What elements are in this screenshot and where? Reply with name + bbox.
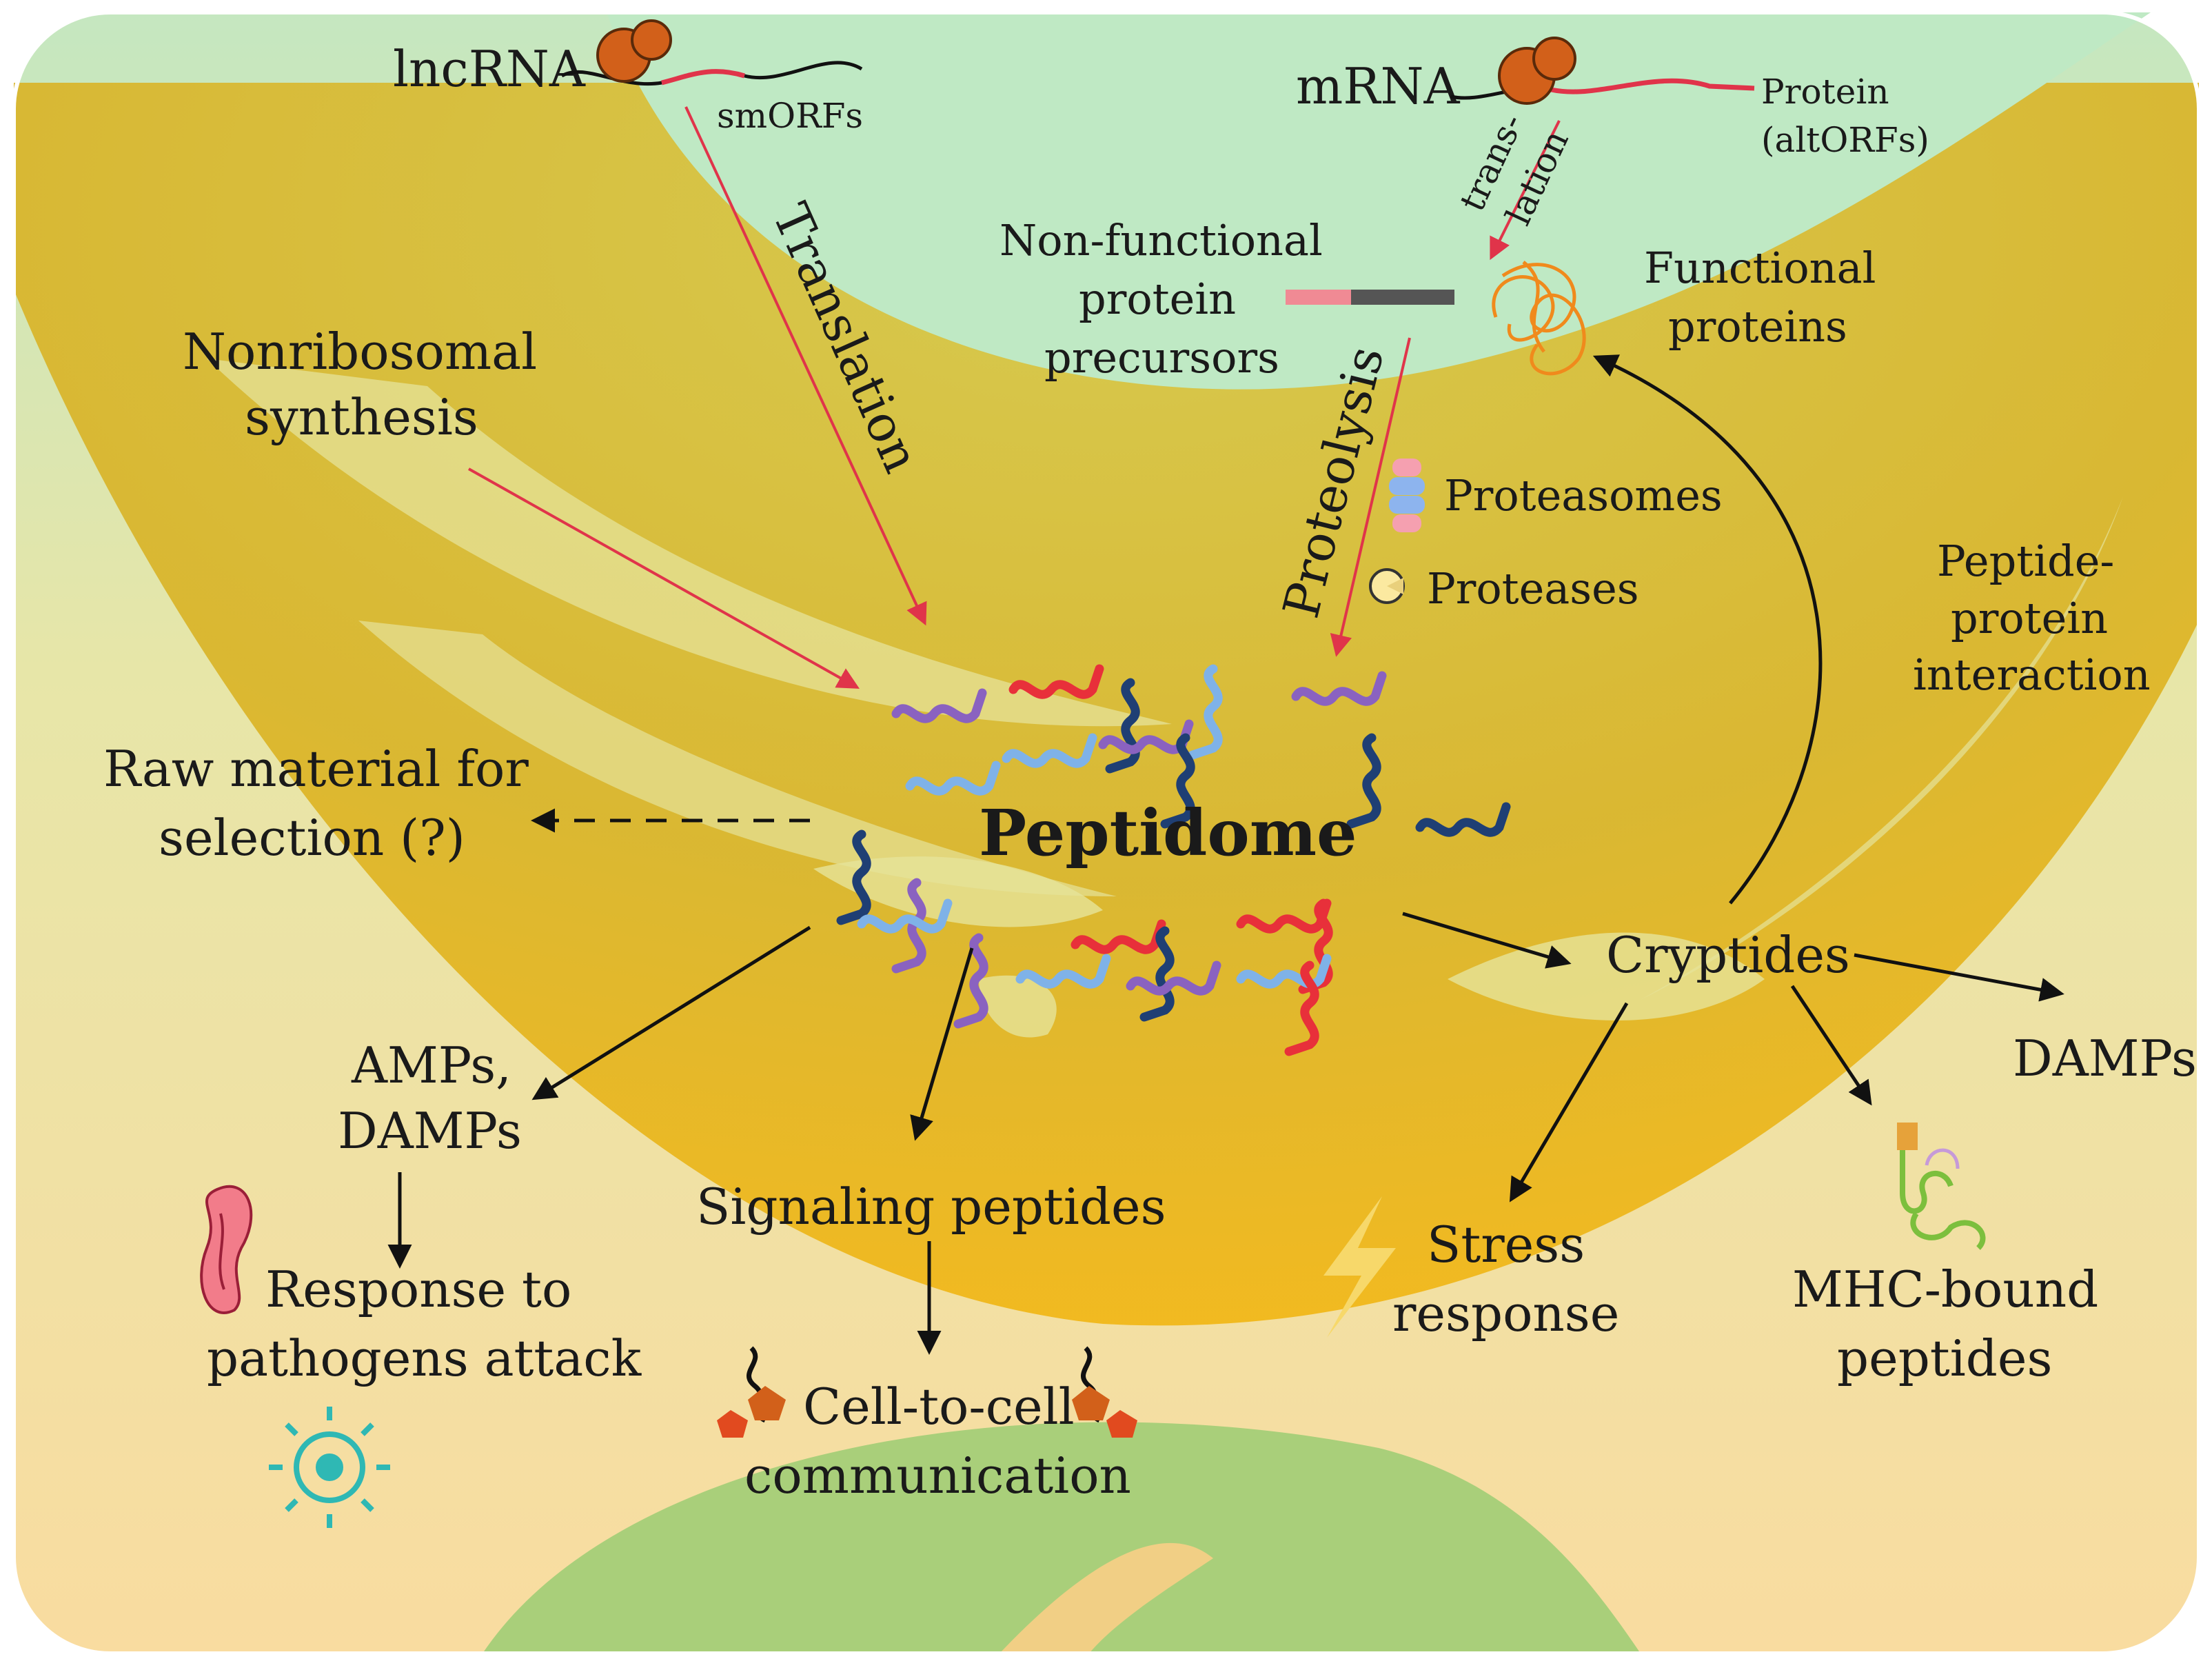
nonribosomal-line1: Nonribosomal <box>183 323 537 381</box>
lightning-icon <box>1323 1196 1396 1338</box>
response-line2: pathogens attack <box>207 1329 642 1387</box>
functional-line2: proteins <box>1668 301 1847 352</box>
peptide-squiggle <box>1291 671 1387 706</box>
signaling-group: Signaling peptides Cell-to-cell communic… <box>696 947 1166 1505</box>
peptide-squiggle <box>1071 919 1166 954</box>
peptide-squiggle <box>1236 898 1332 934</box>
nonribosomal-line2: synthesis <box>245 388 478 446</box>
peptide-squiggle <box>1298 898 1333 994</box>
receptor-icon <box>1072 1346 1137 1438</box>
amps-line2: DAMPs <box>338 1102 522 1160</box>
peptide-squiggles <box>836 664 1511 1056</box>
peptide-squiggle <box>1160 733 1195 829</box>
peptide-squiggle <box>857 898 953 934</box>
peptide-squiggle <box>1346 733 1381 829</box>
nonfunctional-line1: Non-functional <box>1000 215 1323 265</box>
peptide-squiggle <box>836 829 871 925</box>
peptide-protein-line2: protein <box>1951 593 2108 643</box>
response-line1: Response to <box>265 1260 571 1318</box>
peptide-squiggle <box>1415 802 1511 837</box>
peptide-squiggle <box>1284 960 1319 1056</box>
ribosome-icon <box>1498 37 1576 105</box>
mhc-line1: MHC-bound <box>1792 1260 2098 1318</box>
raw-material-line1: Raw material for <box>103 740 529 798</box>
peptide-squiggle <box>905 761 1001 796</box>
precursor-bar-gray <box>1351 290 1454 305</box>
background <box>14 12 2199 1653</box>
proteases-label: Proteases <box>1427 563 1639 614</box>
peptide-squiggle <box>1098 719 1194 754</box>
peptide-squiggle <box>1188 664 1223 760</box>
raw-material-line2: selection (?) <box>159 809 465 867</box>
virus-icon <box>269 1407 390 1528</box>
amps-group: AMPs, DAMPs Response to pathogens attack <box>200 925 811 1528</box>
proteasome-icon <box>1389 459 1425 532</box>
peptide-squiggle <box>1015 954 1111 989</box>
signaling-label: Signaling peptides <box>696 1178 1166 1236</box>
cell-comm-line1: Cell-to-cell <box>803 1378 1075 1436</box>
peptide-protein-line3: interaction <box>1913 650 2151 700</box>
cryptides-group: Cryptides DAMPs Stress response MHC-boun… <box>1323 912 2197 1387</box>
receptor-icon <box>717 1346 786 1438</box>
cryptides-label: Cryptides <box>1606 926 1850 984</box>
tangled-protein-icon <box>1492 261 1586 376</box>
mrna-label: mRNA <box>1296 57 1460 115</box>
nonfunctional-group: Non-functional protein precursors Proteo… <box>1000 215 1454 657</box>
peptide-protein-line1: Peptide- <box>1937 536 2114 586</box>
protease-icon <box>1369 568 1405 604</box>
peptide-squiggle <box>1139 926 1175 1022</box>
peptide-squiggle <box>953 933 988 1029</box>
mhc-line2: peptides <box>1837 1329 2052 1387</box>
damps-label: DAMPs <box>2013 1029 2197 1087</box>
bacterium-icon <box>200 1185 253 1314</box>
proteasomes-label: Proteasomes <box>1444 470 1723 521</box>
nonribosomal-group: Nonribosomal synthesis <box>183 323 860 689</box>
mhc-icon <box>1897 1123 1986 1250</box>
raw-material-group: Raw material for selection (?) <box>103 740 810 867</box>
lncrna-label: lncRNA <box>393 40 586 98</box>
functional-group: Functional proteins <box>1492 243 1876 376</box>
stress-line2: response <box>1392 1285 1619 1342</box>
protein-label: Protein <box>1761 72 1889 112</box>
peptide-squiggle <box>891 688 987 723</box>
cell-comm-line2: communication <box>744 1447 1131 1505</box>
peptide-squiggle <box>1002 733 1097 768</box>
peptidome-title: Peptidome <box>979 796 1357 870</box>
precursor-bar-pink <box>1286 290 1351 305</box>
nonfunctional-line3: precursors <box>1044 332 1279 383</box>
functional-line1: Functional <box>1644 243 1876 293</box>
altorfs-label: (altORFs) <box>1761 120 1929 160</box>
proteasome-group: Proteasomes Proteases <box>1369 459 1723 614</box>
peptide-squiggle <box>1126 960 1221 996</box>
ribosome-icon <box>596 19 672 83</box>
smorfs-label: smORFs <box>717 96 863 136</box>
frame <box>12 10 2201 1656</box>
peptide-squiggle <box>1008 664 1104 699</box>
peptide-protein-group: Peptide- protein interaction <box>1592 354 2151 905</box>
nonfunctional-line2: protein <box>1079 274 1236 324</box>
amps-line1: AMPs, <box>351 1036 511 1094</box>
stress-line1: Stress <box>1427 1216 1585 1274</box>
